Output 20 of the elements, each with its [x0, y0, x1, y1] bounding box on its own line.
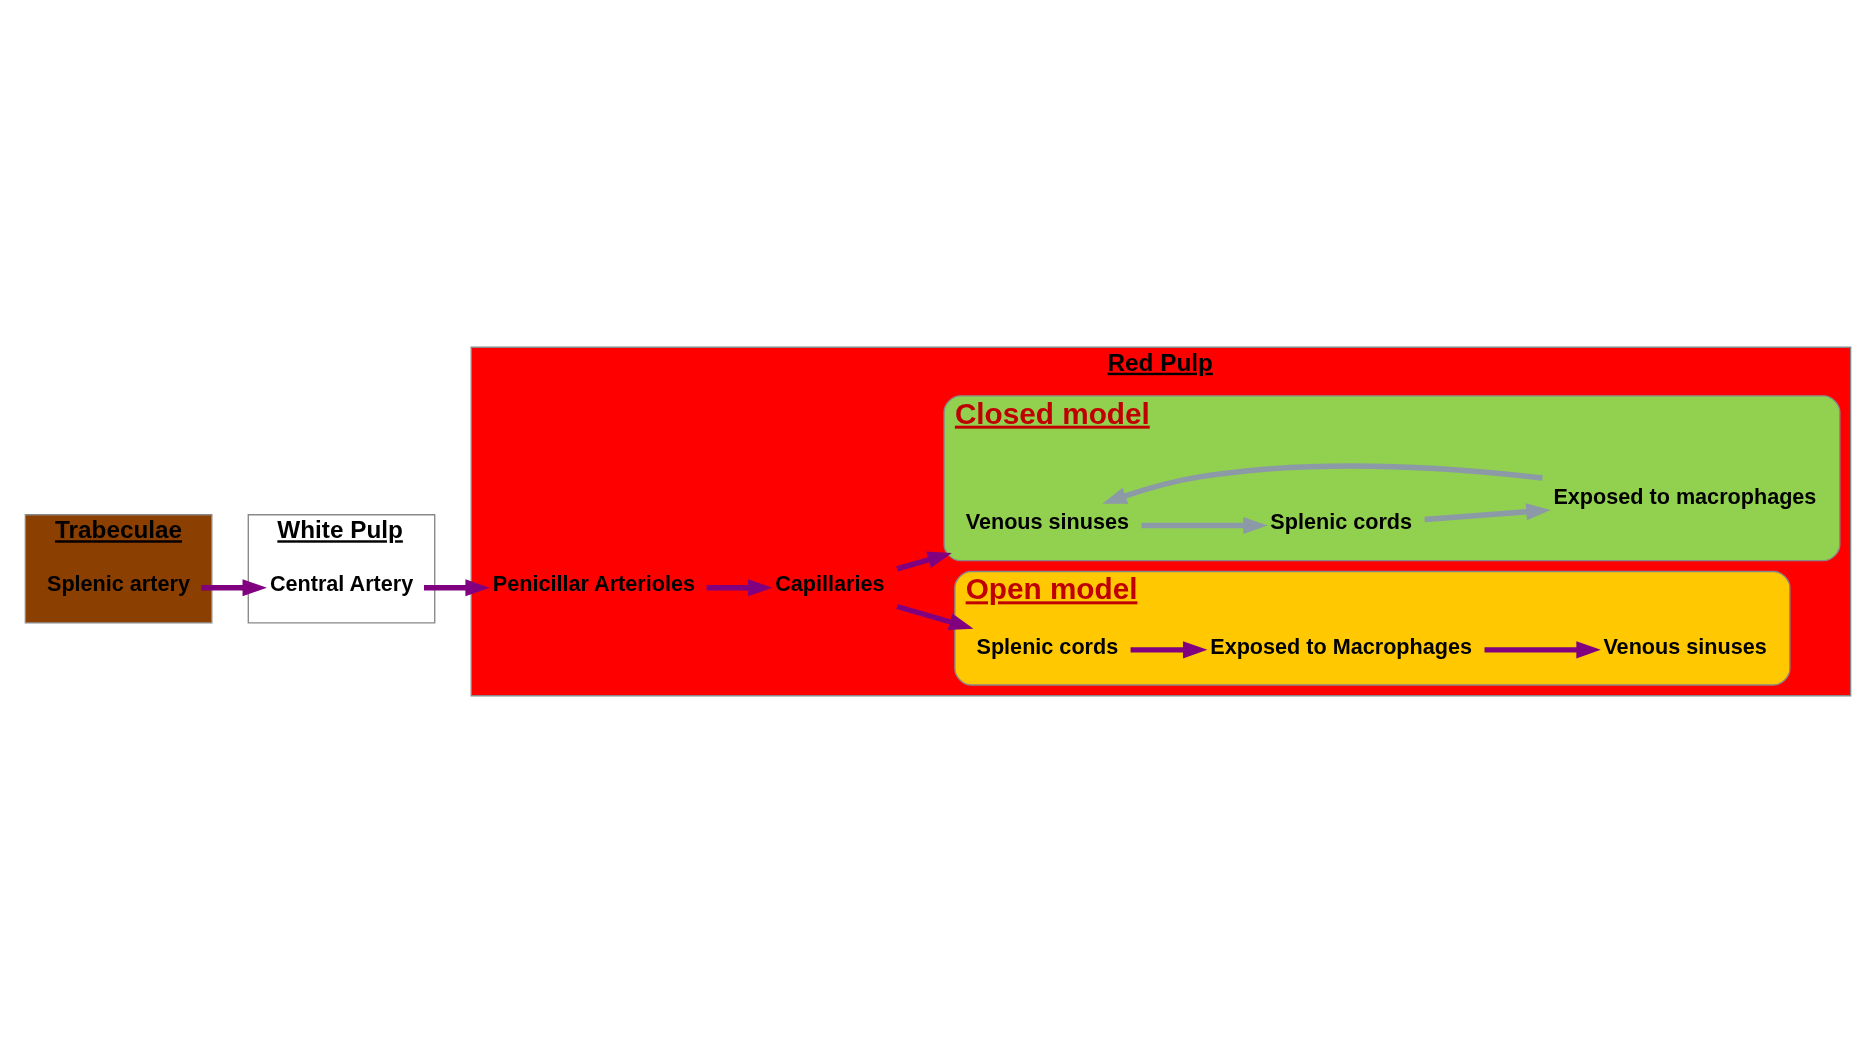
node-text: Penicillar Arterioles — [492, 571, 696, 597]
arrow — [201, 579, 267, 597]
node-text: Central Artery — [269, 571, 414, 597]
arrow — [896, 603, 974, 631]
arrow — [1102, 463, 1543, 504]
arrow — [896, 551, 952, 572]
arrow — [1484, 641, 1601, 659]
node-text: Exposed to macrophages — [1553, 483, 1817, 509]
node-text: Venous sinuses — [1603, 633, 1767, 659]
node-text: Capillaries — [775, 571, 885, 597]
arrow — [1130, 641, 1208, 659]
node-text: Splenic cords — [976, 633, 1119, 659]
node-text: Splenic artery — [46, 571, 190, 597]
node-text: Exposed to Macrophages — [1210, 633, 1473, 659]
node-text: Splenic cords — [1270, 509, 1413, 535]
node-text: Venous sinuses — [965, 509, 1130, 535]
arrow — [706, 579, 773, 597]
arrow — [424, 579, 490, 597]
arrow — [1141, 517, 1268, 535]
arrow — [1424, 503, 1551, 523]
